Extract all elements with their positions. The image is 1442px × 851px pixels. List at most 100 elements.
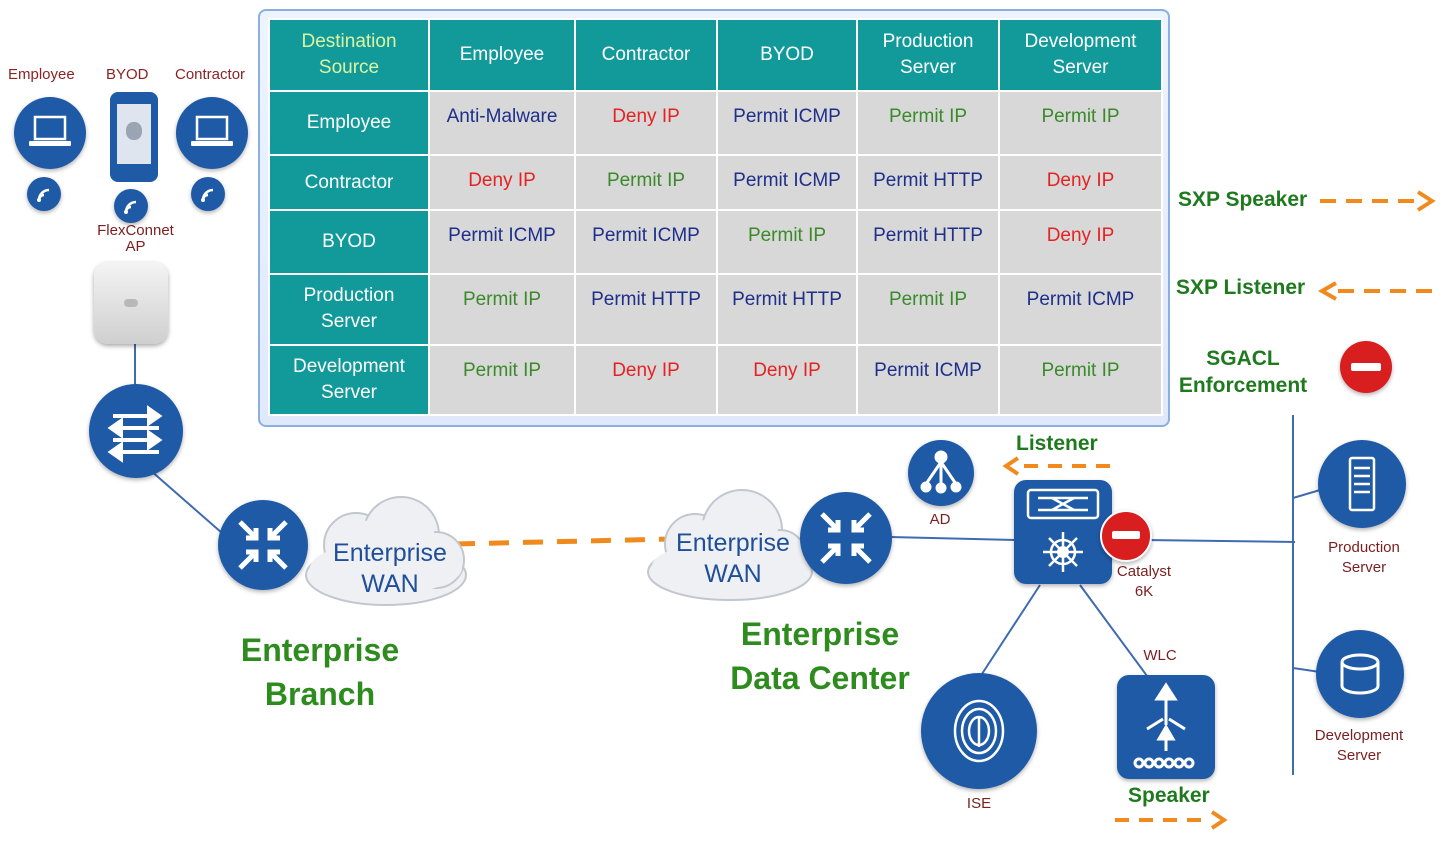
production-server-icon [1318, 440, 1406, 528]
site-label-line: Data Center [730, 660, 910, 696]
bus-development-link [1292, 667, 1321, 673]
branch-wan-cloud-icon [305, 496, 467, 606]
col-header-text: Development [1024, 31, 1137, 52]
legend-listener-head [1317, 281, 1337, 301]
row-header-text: Employee [306, 112, 392, 134]
policy-cell-contractor-to-production-server: Permit HTTP [856, 154, 1000, 211]
col-header-text: Server [1052, 57, 1109, 78]
policy-cell-contractor-to-contractor: Permit IP [574, 154, 718, 211]
ap-label-line: AP [125, 238, 146, 255]
row-header-text: Server [321, 381, 377, 403]
ad-label: AD [929, 511, 951, 528]
legend-enforcement-icon [1340, 341, 1392, 393]
branch-site-label: Enterprise Branch [215, 628, 425, 716]
policy-cell-production-server-to-employee: Permit IP [428, 273, 576, 346]
policy-cell-byod-to-employee: Permit ICMP [428, 208, 576, 276]
matrix-corner-header: Destination Source [268, 18, 430, 92]
row-header-text: Development [293, 355, 405, 377]
row-header-text: Contractor [304, 171, 394, 193]
ap-label-line: FlexConnet [97, 222, 174, 239]
legend-sxp-speaker: SXP Speaker [1178, 188, 1308, 211]
corner-source: Source [318, 57, 380, 78]
catalyst-switch-icon [1014, 480, 1112, 584]
policy-cell-byod-to-development-server: Deny IP [998, 208, 1163, 276]
ad-directory-icon [908, 440, 974, 506]
policy-cell-development-server-to-byod: Deny IP [716, 343, 858, 417]
bus-production-link [1292, 489, 1321, 499]
policy-cell-production-server-to-development-server: Permit ICMP [998, 273, 1163, 346]
ise-fingerprint-icon [921, 673, 1037, 789]
col-header-text: BYOD [760, 44, 814, 65]
speaker-label: Speaker [1128, 784, 1210, 807]
catalyst-label-line: Catalyst [1116, 563, 1172, 580]
wan-label-line: WAN [361, 570, 419, 598]
dc-router-icon [800, 492, 892, 584]
server-label-line: Server [1341, 559, 1387, 576]
switch-router-link [149, 469, 231, 541]
wlc-controller-icon [1117, 675, 1215, 779]
col-header-development-server: Development Server [998, 18, 1163, 92]
employee-laptop-icon [14, 97, 86, 169]
byod-wifi-icon [114, 189, 148, 223]
policy-cell-employee-to-contractor: Deny IP [574, 89, 718, 157]
byod-label: BYOD [106, 66, 149, 83]
catalyst-enforcement-icon [1100, 510, 1152, 562]
wan-label-line: Enterprise [676, 529, 790, 557]
router-catalyst-link [889, 536, 1016, 541]
row-header-text: Server [321, 311, 377, 333]
listener-arrow-head [1002, 456, 1020, 476]
row-header-employee: Employee [268, 89, 430, 157]
col-header-text: Employee [459, 44, 545, 65]
server-label-line: Development [1314, 727, 1404, 744]
catalyst-ise-link [977, 584, 1041, 681]
col-header-text: Contractor [601, 44, 691, 65]
server-label-line: Production [1328, 539, 1400, 556]
col-header-text: Server [900, 57, 956, 78]
contractor-wifi-icon [191, 177, 225, 211]
policy-cell-employee-to-development-server: Permit IP [998, 89, 1163, 157]
dc-site-label: Enterprise Data Center [705, 612, 935, 700]
catalyst-label-line: 6K [1134, 583, 1154, 600]
catalyst-label: Catalyst 6K [1108, 562, 1180, 602]
policy-cell-production-server-to-contractor: Permit HTTP [574, 273, 718, 346]
sgacl-label-line: Enforcement [1178, 374, 1308, 397]
development-server-label: Development Server [1304, 726, 1414, 766]
dc-wan-cloud-icon [647, 489, 813, 601]
policy-cell-development-server-to-production-server: Permit ICMP [856, 343, 1000, 417]
ise-label: ISE [966, 795, 992, 812]
row-header-text: BYOD [322, 230, 376, 252]
wlc-label: WLC [1143, 647, 1177, 664]
policy-cell-employee-to-production-server: Permit IP [856, 89, 1000, 157]
branch-switch-icon [89, 384, 183, 478]
policy-cell-contractor-to-employee: Deny IP [428, 154, 576, 211]
site-label-line: Enterprise [740, 616, 900, 652]
policy-cell-byod-to-contractor: Permit ICMP [574, 208, 718, 276]
row-header-contractor: Contractor [268, 154, 430, 211]
policy-cell-development-server-to-contractor: Deny IP [574, 343, 718, 417]
server-label-line: Server [1336, 747, 1382, 764]
listener-label: Listener [1016, 432, 1098, 455]
legend-sgacl: SGACL Enforcement [1168, 345, 1318, 399]
site-label-line: Enterprise [240, 632, 400, 668]
col-header-production-server: Production Server [856, 18, 1000, 92]
branch-router-icon [218, 500, 308, 590]
development-server-icon [1316, 630, 1404, 718]
flexconnect-ap-label: FlexConnet AP [88, 221, 183, 257]
sgacl-label-line: SGACL [1206, 347, 1280, 370]
byod-phone-icon [110, 92, 158, 182]
wan-label-line: Enterprise [333, 539, 447, 567]
row-header-byod: BYOD [268, 208, 430, 276]
col-header-employee: Employee [428, 18, 576, 92]
access-point-icon [94, 262, 168, 344]
corner-destination: Destination [301, 31, 397, 52]
policy-cell-contractor-to-byod: Permit ICMP [716, 154, 858, 211]
wan-label-line: WAN [704, 560, 762, 588]
row-header-text: Production [303, 285, 395, 307]
